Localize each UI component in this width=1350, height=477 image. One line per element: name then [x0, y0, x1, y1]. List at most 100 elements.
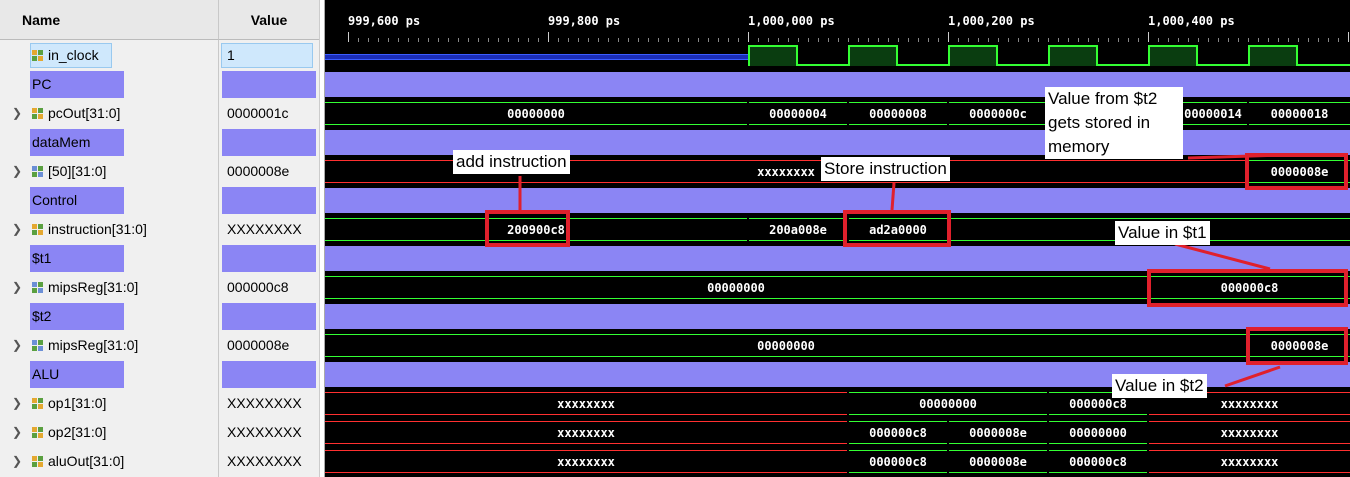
waveform-mipsreg-t1[interactable]: 00000000 000000c8 — [325, 273, 1350, 302]
signal-value-text: XXXXXXXX — [227, 424, 302, 440]
signal-value-instruction[interactable]: XXXXXXXX — [218, 215, 319, 244]
signal-row-pcout[interactable]: ❯ pcOut[31:0] — [0, 99, 218, 128]
selection-highlight — [30, 43, 112, 68]
minor-tick — [998, 38, 999, 42]
bus-value: 0000008e — [1270, 339, 1329, 353]
expand-chevron-icon[interactable]: ❯ — [12, 106, 23, 120]
signal-value-pcout[interactable]: 0000001c — [218, 99, 319, 128]
minor-tick — [688, 38, 689, 42]
minor-tick — [478, 38, 479, 42]
bus-icon — [32, 427, 44, 438]
minor-tick — [808, 38, 809, 42]
group-row-t2[interactable]: $t2 — [0, 302, 218, 331]
group-row-control[interactable]: Control — [0, 186, 218, 215]
group-band — [222, 187, 316, 214]
waveform-mem50[interactable]: xxxxxxxx 0000008e — [325, 157, 1350, 186]
pane-splitter[interactable] — [319, 0, 325, 477]
annotation-t2-value: Value in $t2 — [1112, 374, 1207, 398]
signal-value-text: XXXXXXXX — [227, 453, 302, 469]
expand-chevron-icon[interactable]: ❯ — [12, 280, 23, 294]
waveform-mipsreg-t2[interactable]: 00000000 0000008e — [325, 331, 1350, 360]
waveform-viewer[interactable]: 999,600 ps 999,800 ps 1,000,000 ps 1,000… — [325, 0, 1350, 477]
minor-tick — [1138, 38, 1139, 42]
bus-value: 00000000 — [707, 281, 765, 295]
signal-row-op2[interactable]: ❯op2[31:0] — [0, 418, 218, 447]
waveform-aluout[interactable]: xxxxxxxx 000000c8 0000008e 000000c8 xxxx… — [325, 447, 1350, 476]
value-column-header[interactable]: Value — [218, 0, 319, 40]
group-value-t2[interactable] — [218, 302, 319, 331]
minor-tick — [978, 38, 979, 42]
minor-tick — [1118, 38, 1119, 42]
minor-tick — [468, 38, 469, 42]
signal-row-op1[interactable]: ❯op1[31:0] — [0, 389, 218, 418]
bus-value: 0000008e — [1270, 165, 1329, 179]
signal-row-mipsreg2[interactable]: ❯ mipsReg[31:0] — [0, 331, 218, 360]
group-value-control[interactable] — [218, 186, 319, 215]
group-row-t1[interactable]: $t1 — [0, 244, 218, 273]
signal-row-aluout[interactable]: ❯aluOut[31:0] — [0, 447, 218, 476]
group-band — [30, 129, 124, 156]
signal-value-in_clock[interactable]: 1 — [218, 41, 319, 70]
waveform-pcout[interactable]: 00000000 00000004 00000008 0000000c 0000… — [325, 99, 1350, 128]
group-row-pc[interactable]: PC — [0, 70, 218, 99]
signal-row-mem50[interactable]: ❯ [50][31:0] — [0, 157, 218, 186]
signal-value-text: XXXXXXXX — [227, 395, 302, 411]
waveform-instruction[interactable]: 200900c8 200a008e ad2a0000 x — [325, 215, 1350, 244]
minor-tick — [1078, 38, 1079, 42]
minor-tick — [988, 38, 989, 42]
minor-tick — [1238, 38, 1239, 42]
group-value-datamem[interactable] — [218, 128, 319, 157]
group-value-pc[interactable] — [218, 70, 319, 99]
expand-chevron-icon[interactable]: ❯ — [12, 338, 23, 352]
signal-label: [50][31:0] — [48, 163, 107, 179]
group-value-t1[interactable] — [218, 244, 319, 273]
clock-uninitialized-segment — [325, 54, 748, 60]
expand-chevron-icon[interactable]: ❯ — [12, 396, 23, 410]
waveform-op2[interactable]: xxxxxxxx 000000c8 0000008e 00000000 xxxx… — [325, 418, 1350, 447]
signal-value-op2[interactable]: XXXXXXXX — [218, 418, 319, 447]
signal-label: mipsReg[31:0] — [48, 337, 139, 353]
minor-tick — [1218, 38, 1219, 42]
signal-value-mipsreg1[interactable]: 000000c8 — [218, 273, 319, 302]
group-value-alu[interactable] — [218, 360, 319, 389]
waveform-in-clock[interactable] — [325, 41, 1350, 70]
signal-row-in_clock[interactable]: in_clock — [0, 41, 218, 70]
bus-icon — [32, 224, 44, 235]
time-label: 1,000,200 ps — [948, 14, 1035, 28]
name-column-header[interactable]: Name — [0, 0, 218, 40]
minor-tick — [498, 38, 499, 42]
signal-label: pcOut[31:0] — [48, 105, 121, 121]
group-row-alu[interactable]: ALU — [0, 360, 218, 389]
array-icon — [32, 166, 44, 177]
minor-tick — [818, 38, 819, 42]
group-label: ALU — [32, 366, 60, 382]
expand-chevron-icon[interactable]: ❯ — [12, 222, 23, 236]
minor-tick — [378, 38, 379, 42]
group-band — [222, 303, 316, 330]
expand-chevron-icon[interactable]: ❯ — [12, 454, 23, 468]
minor-tick — [488, 38, 489, 42]
clock-high-pulse — [1048, 45, 1098, 66]
group-label: $t1 — [32, 250, 52, 266]
group-row-datamem[interactable]: dataMem — [0, 128, 218, 157]
signal-value-mem50[interactable]: 0000008e — [218, 157, 319, 186]
minor-tick — [1318, 38, 1319, 42]
expand-chevron-icon[interactable]: ❯ — [12, 164, 23, 178]
annotation-line: Value from $t2 — [1048, 89, 1158, 108]
bus-icon — [32, 398, 44, 409]
signal-row-instruction[interactable]: ❯instruction[31:0] — [0, 215, 218, 244]
annotation-t2-stored: Value from $t2 gets stored in memory — [1045, 87, 1183, 159]
minor-tick — [618, 38, 619, 42]
signal-value-op1[interactable]: XXXXXXXX — [218, 389, 319, 418]
minor-tick — [1288, 38, 1289, 42]
expand-chevron-icon[interactable]: ❯ — [12, 425, 23, 439]
group-band — [30, 245, 124, 272]
waveform-op1[interactable]: xxxxxxxx 00000000 000000c8 xxxxxxxx — [325, 389, 1350, 418]
signal-row-mipsreg1[interactable]: ❯mipsReg[31:0] — [0, 273, 218, 302]
minor-tick — [1278, 38, 1279, 42]
time-ruler — [325, 32, 1350, 42]
signal-value-mipsreg2[interactable]: 0000008e — [218, 331, 319, 360]
highlight-store-instruction — [843, 210, 951, 247]
signal-value-aluout[interactable]: XXXXXXXX — [218, 447, 319, 476]
bus-value: xxxxxxxx — [1220, 426, 1279, 440]
